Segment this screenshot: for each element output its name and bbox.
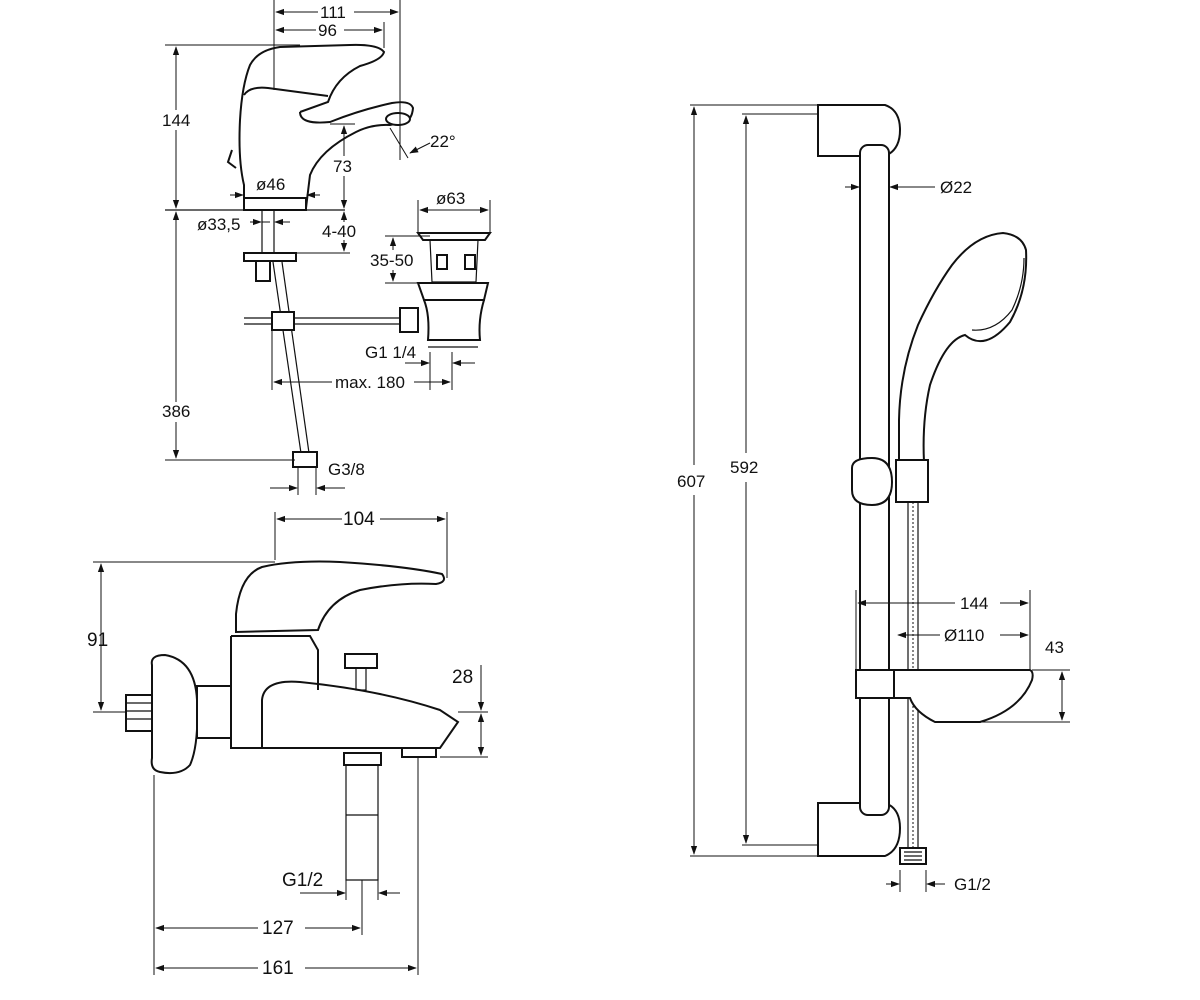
- dim-base-diameter: ø46: [256, 175, 285, 194]
- dim-shower-total-height: 607: [677, 472, 705, 491]
- dim-inlet-thread: G1/2: [282, 870, 323, 891]
- shower-set-drawing: 607 592 Ø22 144 Ø110 43 G1/2: [677, 104, 1070, 894]
- dim-total-length: 161: [262, 958, 294, 979]
- dim-hole-diameter: ø33,5: [197, 215, 240, 234]
- dim-bath-height: 91: [87, 630, 108, 651]
- dim-hand-shower-diameter: Ø110: [944, 626, 984, 645]
- dim-hose-thread: G3/8: [328, 460, 365, 479]
- dim-bar-length: 592: [730, 458, 758, 477]
- dim-centre-distance: 127: [262, 918, 294, 939]
- dim-soap-dish-height: 43: [1045, 638, 1064, 657]
- dim-bar-diameter: Ø22: [940, 178, 972, 197]
- dim-waste-range: 35-50: [370, 251, 413, 270]
- dim-height-total: 144: [162, 111, 190, 130]
- dim-hose-length: 386: [162, 402, 190, 421]
- dim-waste-thread: G1 1/4: [365, 343, 416, 362]
- basin-mixer-drawing: 111 96 144 73 22° ø46 ø33,5 4-40 ø63 35-…: [160, 0, 492, 495]
- dim-spout-height: 73: [333, 157, 352, 176]
- bath-mixer-drawing: 104 91 28 G1/2 127 161: [87, 509, 488, 979]
- dim-waste-diameter: ø63: [436, 189, 465, 208]
- dim-soap-dish-length: 144: [960, 594, 988, 613]
- dim-width-total: 111: [320, 3, 346, 22]
- dim-width-spout: 96: [318, 21, 337, 40]
- dim-deck-thickness: 4-40: [322, 222, 356, 241]
- dim-angle: 22°: [430, 132, 456, 151]
- dim-shower-hose-thread: G1/2: [954, 875, 991, 894]
- dim-rod-length: max. 180: [335, 373, 405, 392]
- dim-spout-offset: 28: [452, 667, 473, 688]
- dim-bath-width: 104: [343, 509, 375, 530]
